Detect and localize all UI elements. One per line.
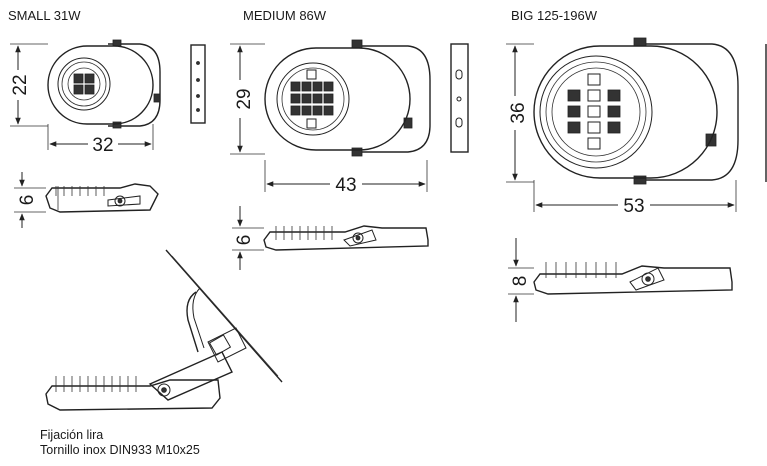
big-width-dimension: 53 bbox=[533, 180, 737, 217]
title-small: SMALL 31W bbox=[8, 8, 81, 23]
note-line-2: Tornillo inox DIN933 M10x25 bbox=[40, 443, 200, 457]
medium-side-label: 6 bbox=[234, 235, 255, 246]
medium-side-strip bbox=[450, 43, 469, 153]
big-side-view bbox=[533, 262, 733, 295]
small-side-label: 6 bbox=[17, 195, 38, 206]
big-front-view bbox=[533, 37, 739, 185]
title-big: BIG 125-196W bbox=[511, 8, 598, 23]
big-height-dimension: 36 bbox=[506, 43, 534, 183]
mounting-detail bbox=[45, 249, 283, 411]
big-led-array bbox=[567, 73, 621, 150]
big-side-label: 8 bbox=[510, 276, 531, 287]
big-height-label: 36 bbox=[508, 102, 529, 123]
medium-height-dimension: 29 bbox=[230, 43, 265, 155]
big-width-label: 53 bbox=[623, 196, 644, 217]
medium-width-dimension: 43 bbox=[264, 160, 428, 196]
big-side-dimension: 8 bbox=[508, 238, 534, 322]
small-side-strip bbox=[190, 44, 206, 124]
small-width-dimension: 32 bbox=[47, 124, 154, 156]
small-height-dimension: 22 bbox=[10, 43, 48, 127]
medium-side-view bbox=[263, 225, 429, 251]
medium-led-array bbox=[290, 69, 334, 129]
title-medium: MEDIUM 86W bbox=[243, 8, 327, 23]
medium-height-label: 29 bbox=[234, 88, 255, 109]
small-front-view bbox=[47, 39, 161, 129]
small-side-view bbox=[45, 183, 159, 213]
medium-front-view bbox=[264, 39, 431, 157]
small-height-label: 22 bbox=[10, 74, 31, 95]
small-width-label: 32 bbox=[92, 135, 113, 156]
note-line-1: Fijación lira bbox=[40, 428, 104, 442]
medium-side-dimension: 6 bbox=[232, 206, 264, 270]
small-side-dimension: 6 bbox=[14, 172, 46, 228]
medium-width-label: 43 bbox=[335, 175, 356, 196]
